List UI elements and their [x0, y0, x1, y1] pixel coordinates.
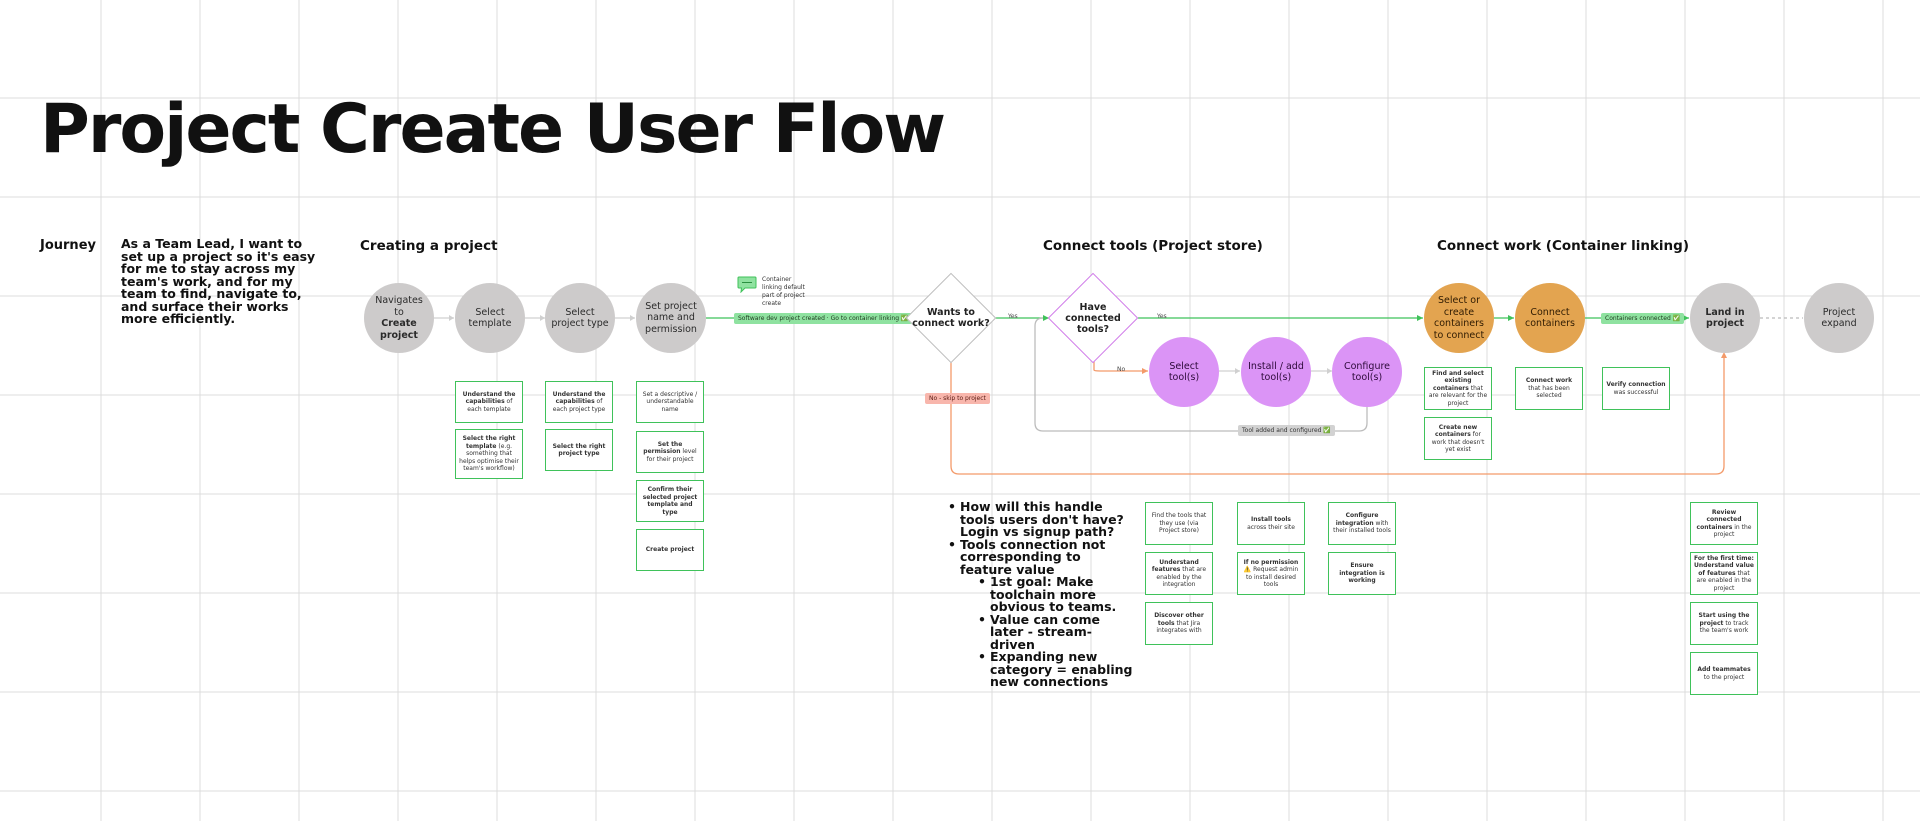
- open-questions-list: How will this handle tools users don't h…: [946, 500, 1136, 689]
- node-set-name-permission[interactable]: Set project name and permission: [636, 283, 706, 353]
- card-select-tools-1: Find the tools that they use (via Projec…: [1145, 502, 1213, 545]
- card-type-1: Understand the capabilities of each proj…: [545, 381, 613, 423]
- card-select-tools-3: Discover other tools that Jira integrate…: [1145, 602, 1213, 645]
- chat-bubble-icon: [737, 276, 757, 293]
- tag-containers-connected: Containers connected ✅: [1601, 313, 1685, 324]
- node-select-tools[interactable]: Select tool(s): [1149, 337, 1219, 407]
- card-select-containers-2: Create new containers for work that does…: [1424, 417, 1492, 460]
- node-navigates-to-create-project[interactable]: Navigates to Create project: [364, 283, 434, 353]
- card-land-4: Add teammates to the project: [1690, 652, 1758, 695]
- card-name-3: Confirm their selected project template …: [636, 480, 704, 522]
- tag-tool-added-configured: Tool added and configured ✅: [1238, 425, 1335, 436]
- edge-label-no: No: [1117, 366, 1126, 373]
- arrow-have-no: [1093, 357, 1148, 372]
- section-connect-work: Connect work (Container linking): [1437, 238, 1689, 254]
- note-text: Container linking default part of projec…: [762, 276, 805, 307]
- card-template-1: Understand the capabilities of each temp…: [455, 381, 523, 423]
- page-title: Project Create User Flow: [40, 90, 946, 169]
- decision-have-connected-tools-label: Have connected tools?: [1065, 301, 1121, 335]
- user-story: As a Team Lead, I want to set up a proje…: [121, 236, 316, 326]
- node-select-template[interactable]: Select template: [455, 283, 525, 353]
- arrow-skip-to-project: [950, 354, 1725, 475]
- question-subitem: 1st goal: Make toolchain more obvious to…: [978, 575, 1136, 614]
- tag-no-skip-to-project: No - skip to project: [925, 393, 990, 404]
- card-select-containers-1: Find and select existing containers that…: [1424, 367, 1492, 410]
- node-land-in-project[interactable]: Land in project: [1690, 283, 1760, 353]
- card-land-2: For the first time: Understand value of …: [1690, 552, 1758, 595]
- node-select-template-label: Select template: [468, 306, 512, 330]
- card-land-1: Review connected containers in the proje…: [1690, 502, 1758, 545]
- node-install-tools-label: Install / add tool(s): [1248, 360, 1304, 384]
- node-project-expand[interactable]: Project expand: [1804, 283, 1874, 353]
- node-project-expand-label: Project expand: [1821, 306, 1857, 330]
- card-name-2: Set the permission level for their proje…: [636, 431, 704, 473]
- question-subitem: Expanding new category = enabling new co…: [978, 650, 1136, 689]
- node-select-tools-label: Select tool(s): [1168, 360, 1200, 384]
- node-select-create-containers[interactable]: Select or create containers to connect: [1424, 283, 1494, 353]
- node-configure-tools-label: Configure tool(s): [1343, 360, 1391, 384]
- node-select-project-type[interactable]: Select project type: [545, 283, 615, 353]
- card-name-4: Create project: [636, 529, 704, 571]
- arrow-tools-loopback: [1034, 317, 1368, 432]
- node-set-name-label: Set project name and permission: [645, 300, 697, 335]
- node-connect-containers-label: Connect containers: [1525, 306, 1575, 330]
- card-install-tools-2: If no permission ⚠️ Request admin to ins…: [1237, 552, 1305, 595]
- card-verify-connection: Verify connection was successful: [1602, 367, 1670, 410]
- card-template-2: Select the right template (e.g. somethin…: [455, 429, 523, 479]
- node-connect-containers[interactable]: Connect containers: [1515, 283, 1585, 353]
- node-navigates-bold: Create project: [380, 318, 418, 341]
- node-navigates-pre: Navigates to: [375, 295, 423, 318]
- node-install-add-tools[interactable]: Install / add tool(s): [1241, 337, 1311, 407]
- question-item-text: Tools connection not corresponding to fe…: [960, 536, 1106, 577]
- card-land-3: Start using the project to track the tea…: [1690, 602, 1758, 645]
- question-item: Tools connection not corresponding to fe…: [946, 536, 1136, 689]
- card-type-2: Select the right project type: [545, 429, 613, 471]
- edge-label-yes-1: Yes: [1008, 313, 1018, 320]
- section-connect-tools: Connect tools (Project store): [1043, 238, 1263, 254]
- note-container-linking: Container linking default part of projec…: [737, 276, 812, 308]
- question-item: How will this handle tools users don't h…: [946, 500, 1136, 539]
- card-configure-tools-1: Configure integration with their install…: [1328, 502, 1396, 545]
- question-sublist: 1st goal: Make toolchain more obvious to…: [960, 575, 1136, 689]
- node-configure-tools[interactable]: Configure tool(s): [1332, 337, 1402, 407]
- card-select-tools-2: Understand features that are enabled by …: [1145, 552, 1213, 595]
- card-configure-tools-2: Ensure integration is working: [1328, 552, 1396, 595]
- node-select-project-type-label: Select project type: [551, 306, 609, 330]
- question-subitem: Value can come later - stream-driven: [978, 613, 1136, 652]
- tag-software-dev-project-created: Software dev project created · Go to con…: [734, 313, 913, 324]
- card-name-1: Set a descriptive / understandable name: [636, 381, 704, 423]
- node-select-containers-label: Select or create containers to connect: [1433, 295, 1485, 341]
- section-creating-project: Creating a project: [360, 238, 498, 254]
- card-connect-containers-1: Connect work that has been selected: [1515, 367, 1583, 410]
- node-land-label: Land in project: [1705, 306, 1745, 330]
- journey-label: Journey: [40, 238, 96, 253]
- card-install-tools-1: Install tools across their site: [1237, 502, 1305, 545]
- edge-label-yes-2: Yes: [1157, 313, 1167, 320]
- decision-wants-connect-work-label: Wants to connect work?: [912, 307, 990, 329]
